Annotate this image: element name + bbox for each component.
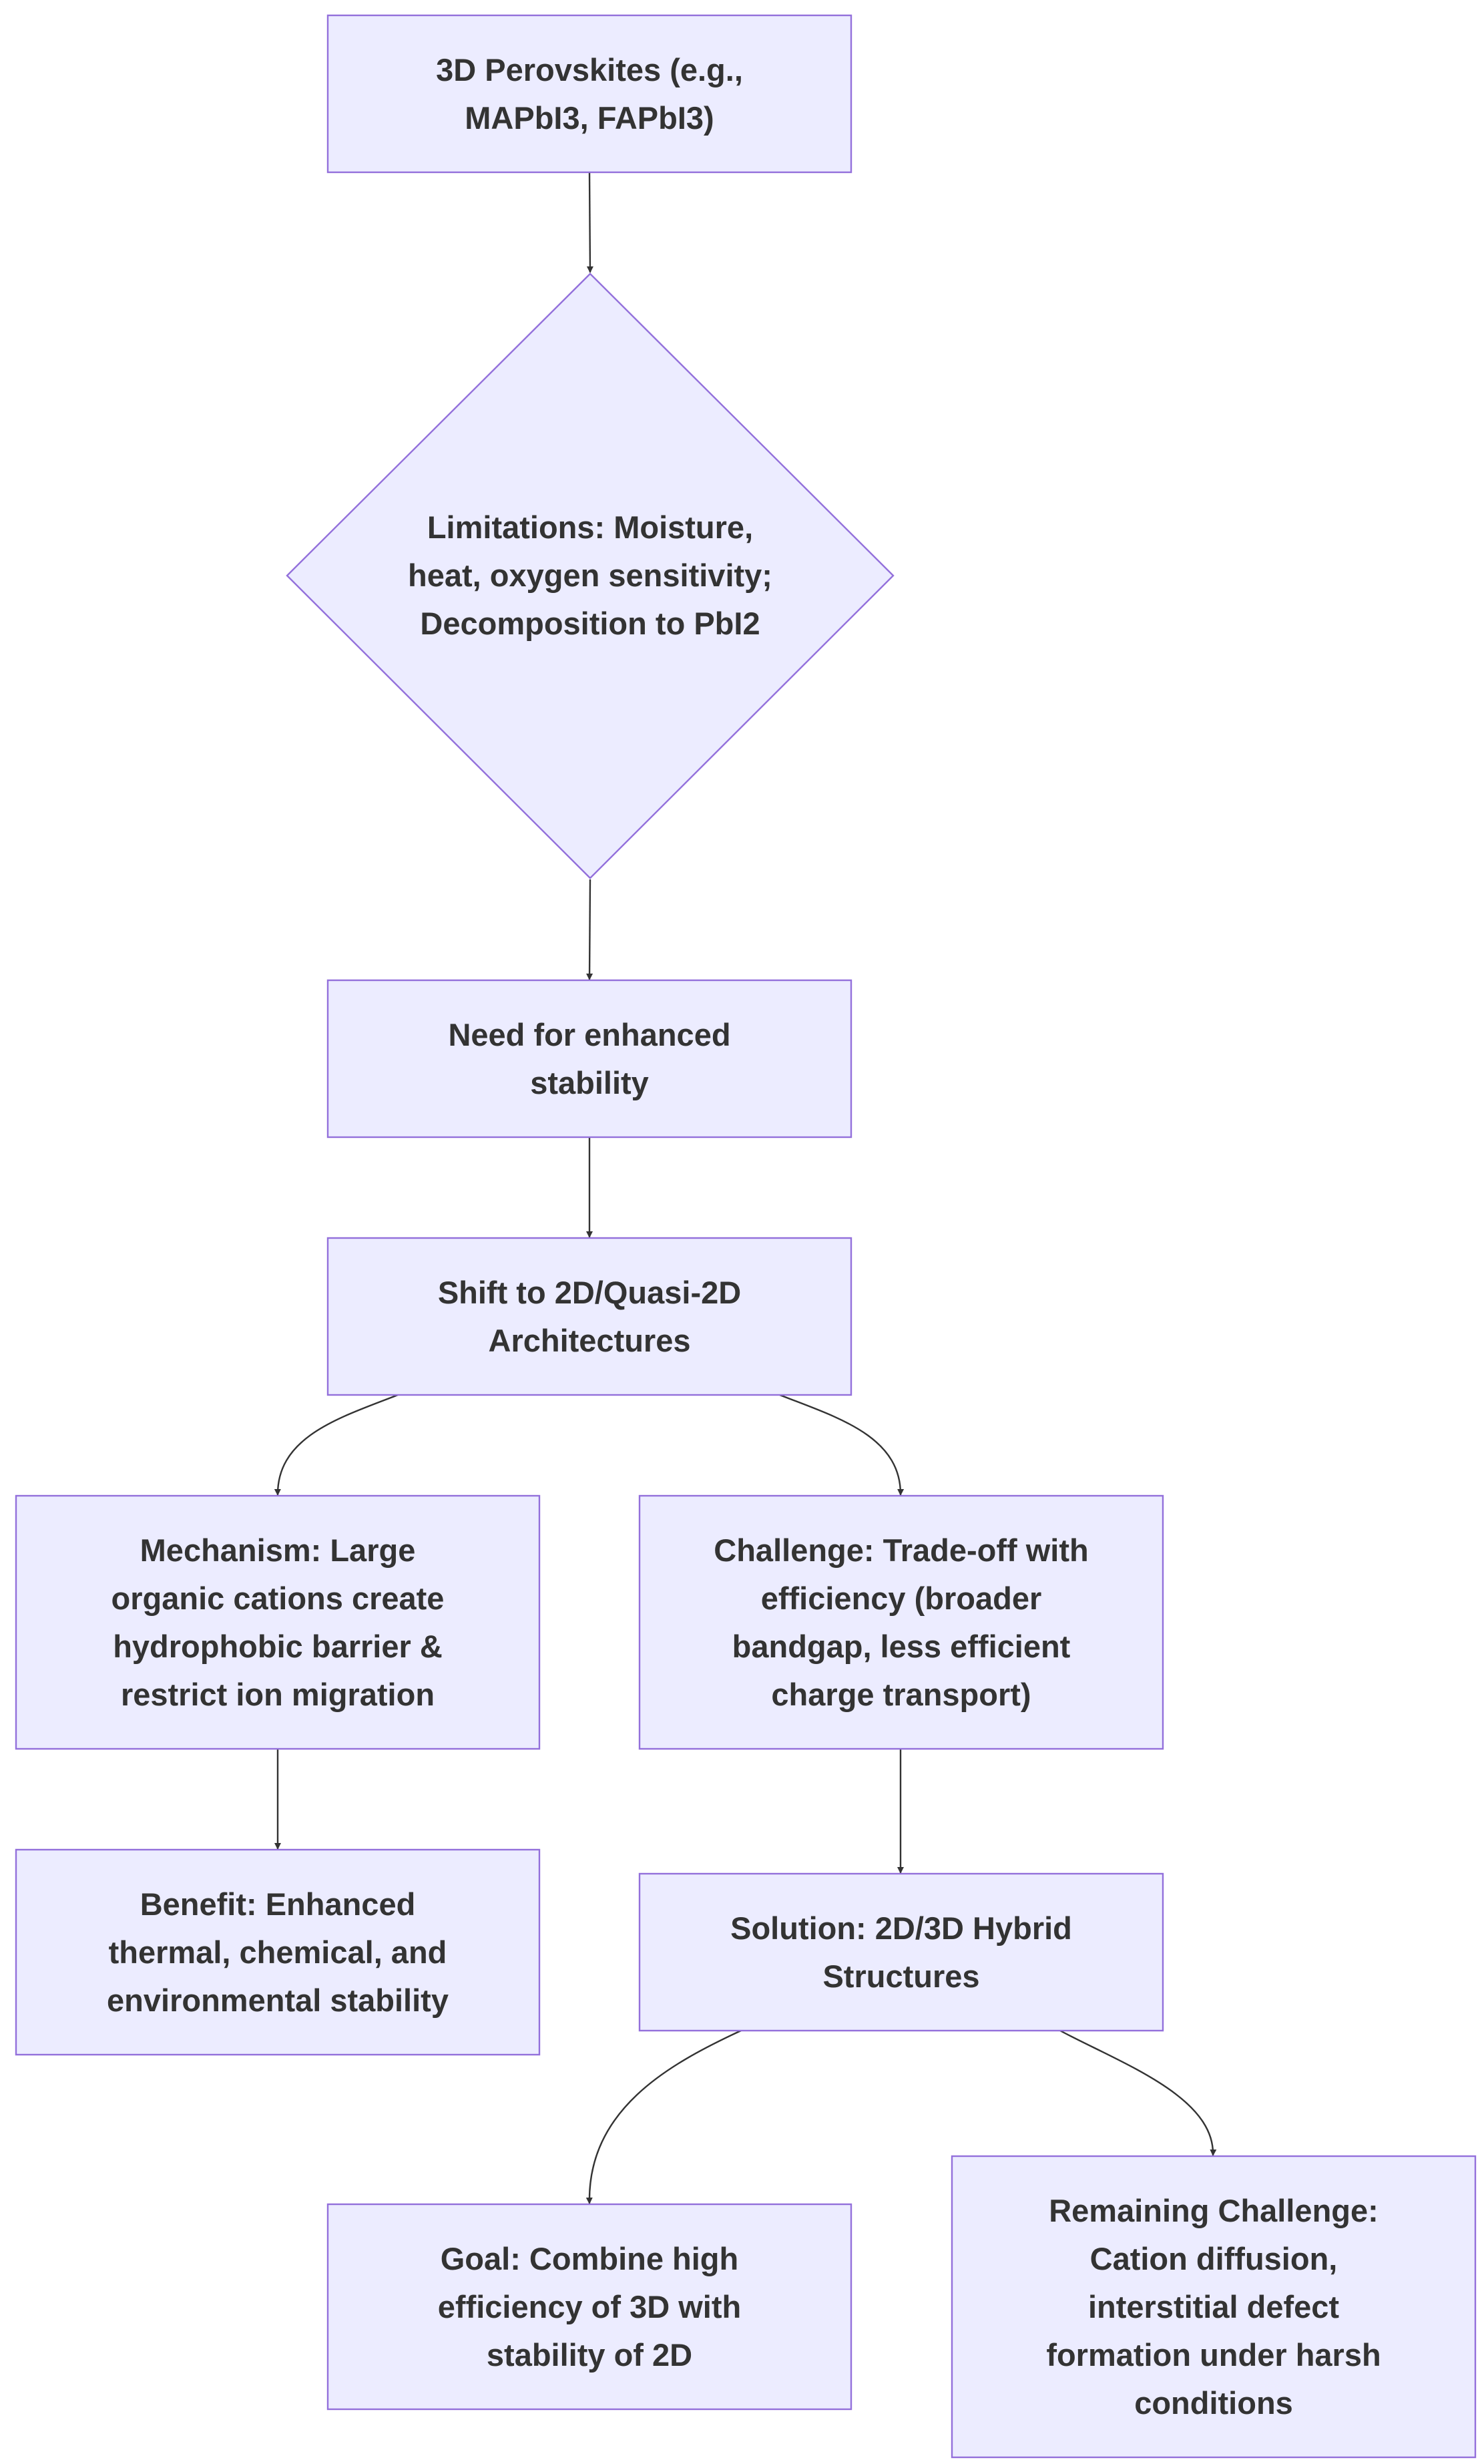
node-remaining-label: Remaining Challenge: Cation diffusion, i… xyxy=(1046,2192,1381,2421)
node-benefit-label: Benefit: Enhanced thermal, chemical, and… xyxy=(107,1886,449,2018)
edge-solution-to-goal xyxy=(585,2029,742,2204)
node-perovskites-shape xyxy=(326,14,852,174)
node-limitations-label: Limitations: Moisture, heat, oxygen sens… xyxy=(408,509,772,641)
node-benefit-shape xyxy=(15,1848,541,2056)
node-solution-label: Solution: 2D/3D Hybrid Structures xyxy=(730,1910,1072,1994)
node-shift-label: Shift to 2D/Quasi-2D Architectures xyxy=(437,1274,742,1358)
node-goal-shape xyxy=(326,2203,852,2411)
node-mechanism-shape xyxy=(15,1494,541,1750)
node-shift-shape xyxy=(326,1237,852,1396)
node-challenge-shape xyxy=(638,1494,1164,1750)
node-mechanism-label: Mechanism: Large organic cations create … xyxy=(111,1532,445,1712)
node-perovskites-label: 3D Perovskites (e.g., MAPbI3, FAPbI3) xyxy=(436,51,743,136)
edge-limitations-to-need xyxy=(586,879,593,980)
edge-shift-to-mechanism xyxy=(274,1394,399,1496)
edge-solution-to-remaining xyxy=(1059,2029,1217,2156)
node-need-shape xyxy=(326,979,852,1139)
node-goal-label: Goal: Combine high efficiency of 3D with… xyxy=(437,2240,742,2373)
edge-shift-to-challenge xyxy=(779,1394,905,1496)
edge-perovskites-to-limitations xyxy=(586,172,593,273)
node-need-label: Need for enhanced stability xyxy=(448,1016,731,1100)
node-solution-shape xyxy=(638,1872,1164,2032)
node-remaining-shape xyxy=(951,2155,1477,2459)
node-challenge-label: Challenge: Trade-off with efficiency (br… xyxy=(714,1532,1089,1712)
node-limitations-shape xyxy=(286,272,895,879)
